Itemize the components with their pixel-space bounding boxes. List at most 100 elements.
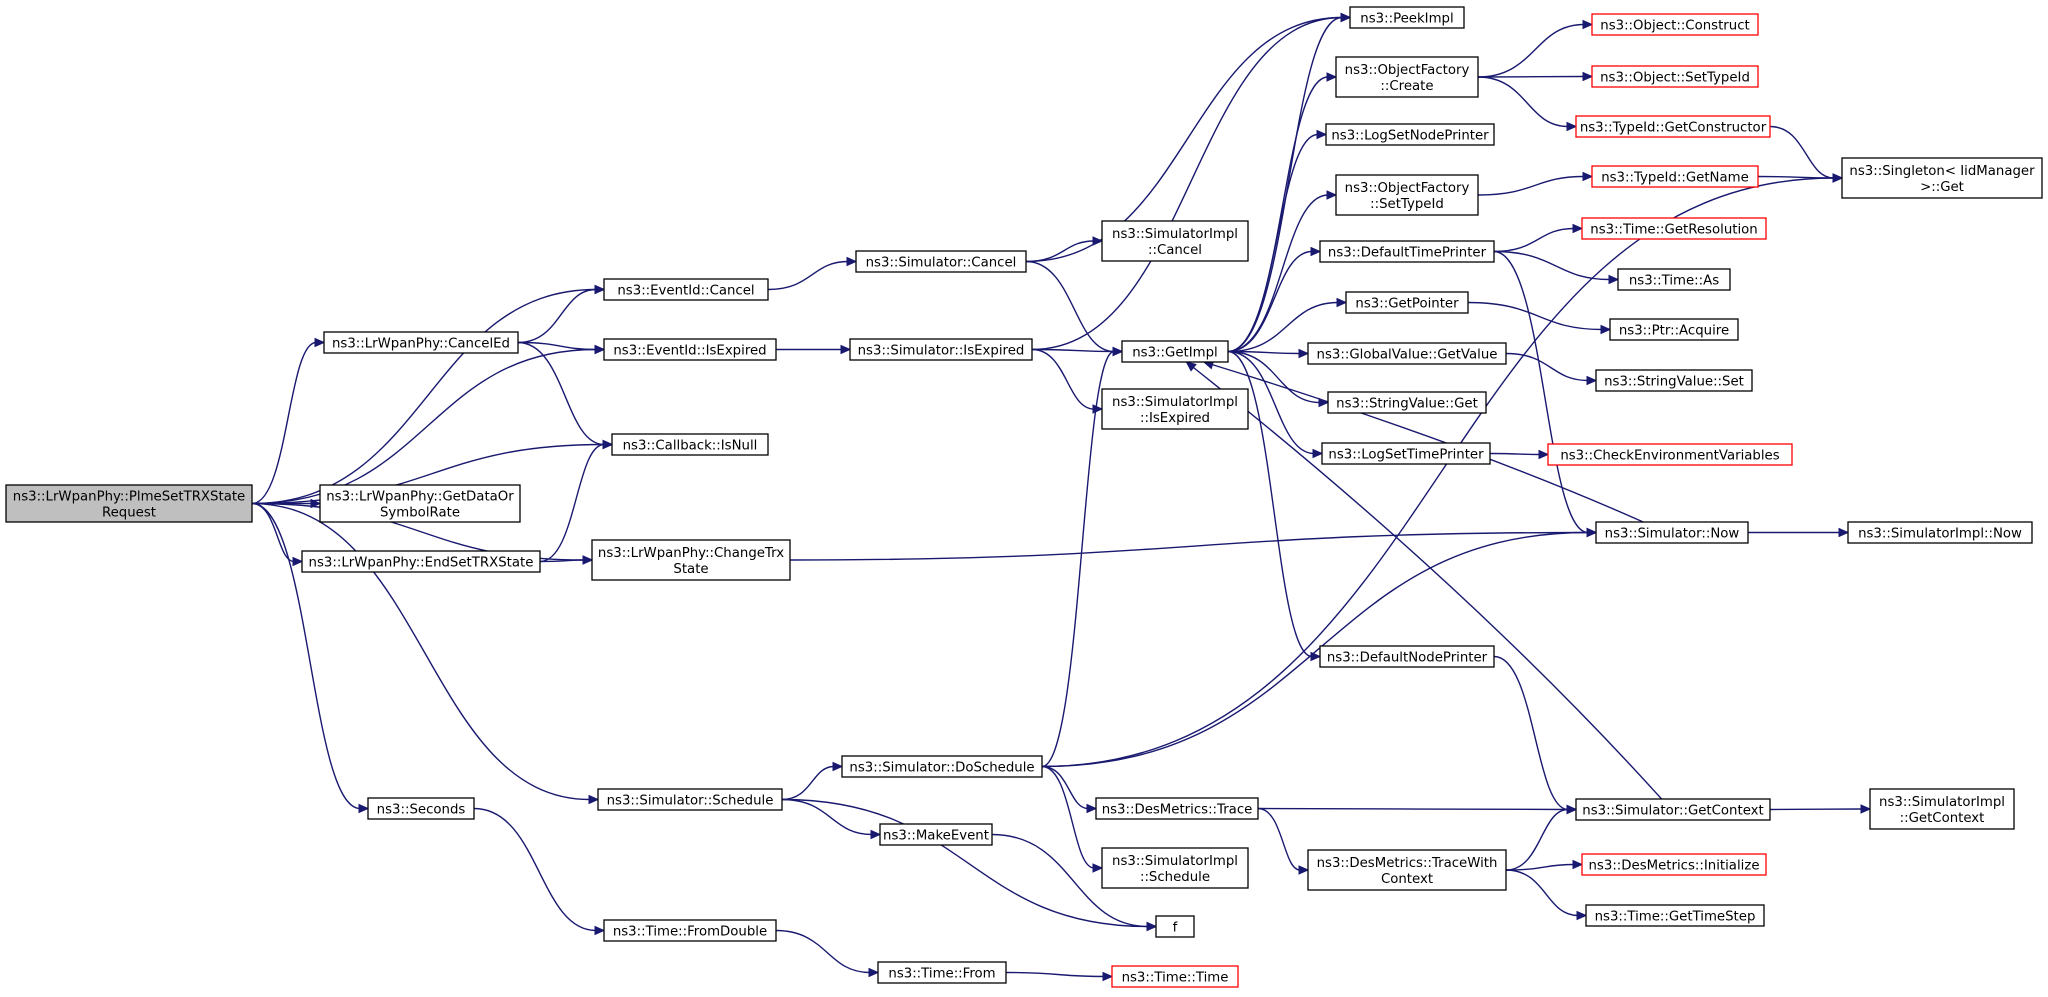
node-box[interactable] [1591,65,1759,88]
node-box[interactable] [877,961,1007,984]
node-box[interactable] [1617,268,1731,291]
node-box[interactable] [1101,220,1249,262]
node-box[interactable] [1095,797,1259,820]
node-box[interactable] [591,539,791,581]
node-box[interactable] [1869,788,2015,830]
node-objFactoryCreate[interactable]: ns3::ObjectFactory::Create [1335,56,1479,98]
node-endSetTRX[interactable]: ns3::LrWpanPhy::EndSetTRXState [301,550,541,573]
node-box[interactable] [879,823,993,846]
node-typeIdGetName[interactable]: ns3::TypeId::GetName [1591,165,1759,188]
node-box[interactable] [1325,123,1495,146]
node-box[interactable] [1121,340,1229,363]
node-desInitialize[interactable]: ns3::DesMetrics::Initialize [1581,853,1767,876]
node-box[interactable] [1307,849,1507,891]
node-box[interactable] [1327,391,1487,414]
node-box[interactable] [1841,157,2043,199]
node-getImpl[interactable]: ns3::GetImpl [1121,340,1229,363]
node-simImplIsExpired[interactable]: ns3::SimulatorImpl::IsExpired [1101,388,1249,430]
node-timeFrom[interactable]: ns3::Time::From [877,961,1007,984]
node-ptrAcquire[interactable]: ns3::Ptr::Acquire [1609,318,1739,341]
node-box[interactable] [367,797,475,820]
node-simImplSchedule[interactable]: ns3::SimulatorImpl::Schedule [1101,847,1249,889]
node-box[interactable] [597,788,783,811]
node-box[interactable] [603,278,769,301]
node-box[interactable] [1101,847,1249,889]
node-box[interactable] [1591,165,1759,188]
node-box[interactable] [1319,240,1495,263]
node-desTrace[interactable]: ns3::DesMetrics::Trace [1095,797,1259,820]
node-stringValueSet[interactable]: ns3::StringValue::Set [1595,369,1753,392]
node-box[interactable] [849,338,1033,361]
node-box[interactable] [1101,388,1249,430]
node-box[interactable] [1581,217,1767,240]
node-box[interactable] [1321,442,1491,465]
node-objFactorySetTypeId[interactable]: ns3::ObjectFactory::SetTypeId [1335,174,1479,216]
node-box[interactable] [611,433,769,456]
node-simNow[interactable]: ns3::Simulator::Now [1595,521,1749,544]
node-timeAs[interactable]: ns3::Time::As [1617,268,1731,291]
node-eventIsExpired[interactable]: ns3::EventId::IsExpired [603,338,777,361]
node-box[interactable] [1547,443,1793,466]
node-box[interactable] [855,250,1027,273]
node-simImplCancel[interactable]: ns3::SimulatorImpl::Cancel [1101,220,1249,262]
node-makeEvent[interactable]: ns3::MakeEvent [879,823,993,846]
node-box[interactable] [1585,904,1765,927]
node-eventCancel[interactable]: ns3::EventId::Cancel [603,278,769,301]
node-checkEnvVars[interactable]: ns3::CheckEnvironmentVariables [1547,443,1793,466]
node-box[interactable] [1349,6,1465,29]
node-box[interactable] [319,484,521,523]
node-box[interactable] [1581,853,1767,876]
node-box[interactable] [1307,342,1507,365]
node-simImplNow[interactable]: ns3::SimulatorImpl::Now [1847,521,2033,544]
node-timeFromDouble[interactable]: ns3::Time::FromDouble [603,919,777,942]
node-objSetTypeId[interactable]: ns3::Object::SetTypeId [1591,65,1759,88]
node-box[interactable] [841,755,1043,778]
node-box[interactable] [603,919,777,942]
node-box[interactable] [323,331,519,354]
node-defaultTimePrinter[interactable]: ns3::DefaultTimePrinter [1319,240,1495,263]
node-simIsExpired[interactable]: ns3::Simulator::IsExpired [849,338,1033,361]
node-box[interactable] [1595,369,1753,392]
node-box[interactable] [1591,13,1759,36]
node-box[interactable] [301,550,541,573]
node-box[interactable] [1847,521,2033,544]
node-box[interactable] [603,338,777,361]
node-seconds[interactable]: ns3::Seconds [367,797,475,820]
node-callbackIsNull[interactable]: ns3::Callback::IsNull [611,433,769,456]
node-timeGetResolution[interactable]: ns3::Time::GetResolution [1581,217,1767,240]
node-simImplGetContext[interactable]: ns3::SimulatorImpl::GetContext [1869,788,2015,830]
node-simDoSchedule[interactable]: ns3::Simulator::DoSchedule [841,755,1043,778]
node-typeIdGetConstructor[interactable]: ns3::TypeId::GetConstructor [1575,115,1771,138]
node-box[interactable] [1575,798,1771,821]
node-objConstruct[interactable]: ns3::Object::Construct [1591,13,1759,36]
node-defaultNodePrinter[interactable]: ns3::DefaultNodePrinter [1319,645,1495,668]
node-getPointer[interactable]: ns3::GetPointer [1345,291,1469,314]
node-simGetContext[interactable]: ns3::Simulator::GetContext [1575,798,1771,821]
node-box[interactable] [1335,174,1479,216]
node-timeTime[interactable]: ns3::Time::Time [1111,965,1239,988]
node-globalValueGetValue[interactable]: ns3::GlobalValue::GetValue [1307,342,1507,365]
node-box[interactable] [1335,56,1479,98]
node-singletonGet[interactable]: ns3::Singleton< IidManager>::Get [1841,157,2043,199]
node-box[interactable] [1319,645,1495,668]
node-box[interactable] [1575,115,1771,138]
node-box[interactable] [5,484,253,523]
node-stringValueGet[interactable]: ns3::StringValue::Get [1327,391,1487,414]
node-timeGetTimeStep[interactable]: ns3::Time::GetTimeStep [1585,904,1765,927]
node-logSetNodePrinter[interactable]: ns3::LogSetNodePrinter [1325,123,1495,146]
node-box[interactable] [1609,318,1739,341]
node-box[interactable] [1111,965,1239,988]
node-simSchedule[interactable]: ns3::Simulator::Schedule [597,788,783,811]
node-cancelEd[interactable]: ns3::LrWpanPhy::CancelEd [323,331,519,354]
node-box[interactable] [1345,291,1469,314]
node-peekImpl[interactable]: ns3::PeekImpl [1349,6,1465,29]
node-box[interactable] [1595,521,1749,544]
node-f[interactable]: f [1155,915,1195,938]
node-logSetTimePrinter[interactable]: ns3::LogSetTimePrinter [1321,442,1491,465]
node-simCancel[interactable]: ns3::Simulator::Cancel [855,250,1027,273]
node-box[interactable] [1155,915,1195,938]
